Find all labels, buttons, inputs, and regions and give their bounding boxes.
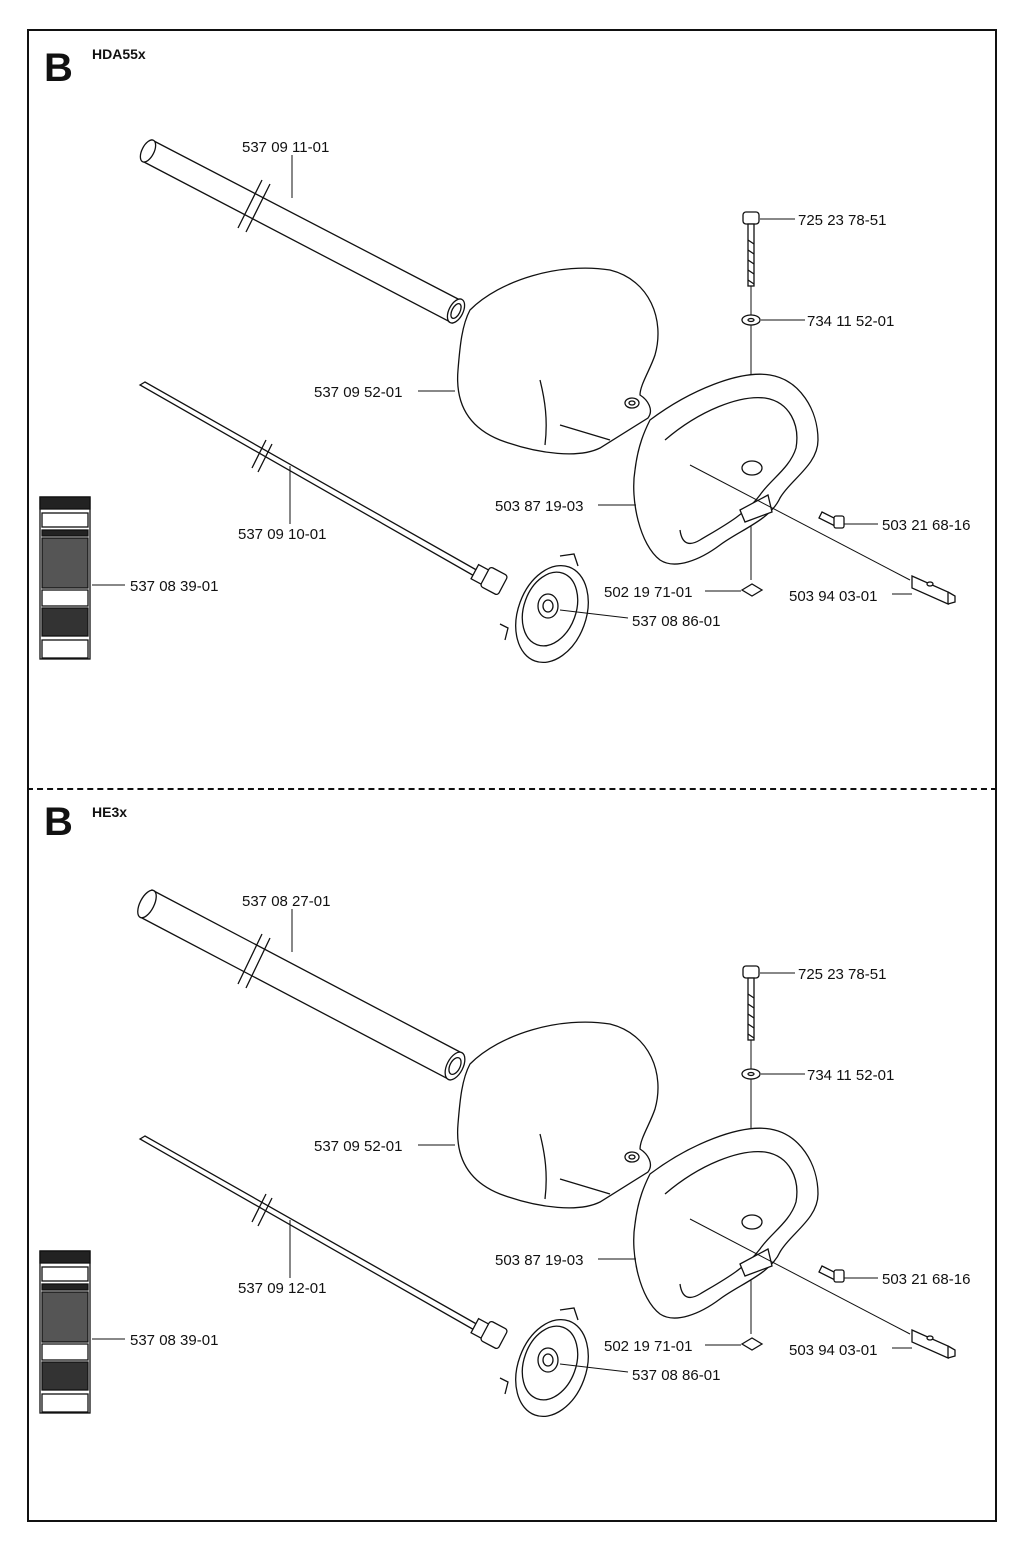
exploded-view-hda55x: 537 09 11-01 537 09 52-01 537 09 10-01 5… xyxy=(39,139,970,664)
section-hda55x: B HDA55x xyxy=(0,0,1024,760)
label-cup: 537 08 86-01 xyxy=(632,613,720,630)
label-bolt: 725 23 78-51 xyxy=(798,966,886,983)
decal-part xyxy=(39,496,91,660)
label-washer: 734 11 52-01 xyxy=(807,1067,894,1084)
handle-part xyxy=(633,373,911,581)
label-bolt: 725 23 78-51 xyxy=(798,212,886,229)
handle-part xyxy=(633,1127,911,1335)
shaft-part xyxy=(138,1135,508,1349)
label-clamp: 503 94 03-01 xyxy=(789,1342,877,1359)
section-divider xyxy=(27,788,997,790)
label-nut: 502 19 71-01 xyxy=(604,1338,692,1355)
section-letter: B xyxy=(44,800,73,844)
diagram-frame xyxy=(27,29,997,1522)
exploded-view-he3x: 537 08 27-01 537 09 52-01 537 09 12-01 5… xyxy=(39,889,970,1418)
screw-part xyxy=(818,511,845,529)
label-nut: 502 19 71-01 xyxy=(604,584,692,601)
label-shaft: 537 09 10-01 xyxy=(238,526,326,543)
guard-part xyxy=(456,1021,659,1209)
decal-part xyxy=(39,1250,91,1414)
label-guard: 537 09 52-01 xyxy=(314,1138,402,1155)
washer-part xyxy=(741,1068,761,1080)
shaft-part xyxy=(138,381,508,595)
screw-part xyxy=(818,1265,845,1283)
cup-part xyxy=(499,1307,589,1418)
nut-part xyxy=(740,583,764,597)
label-clamp: 503 94 03-01 xyxy=(789,588,877,605)
guard-part xyxy=(456,267,659,455)
section-he3x: B HE3x xyxy=(0,754,1024,1514)
cup-part xyxy=(499,553,589,664)
label-handle: 503 87 19-03 xyxy=(495,498,583,515)
label-tube: 537 09 11-01 xyxy=(242,139,329,156)
label-decal: 537 08 39-01 xyxy=(130,1332,218,1349)
washer-part xyxy=(741,314,761,326)
tube-part xyxy=(137,889,466,1081)
label-tube: 537 08 27-01 xyxy=(242,893,330,910)
label-screw: 503 21 68-16 xyxy=(882,1271,970,1288)
label-cup: 537 08 86-01 xyxy=(632,1367,720,1384)
label-washer: 734 11 52-01 xyxy=(807,313,894,330)
label-guard: 537 09 52-01 xyxy=(314,384,402,401)
bolt-part xyxy=(742,965,760,1334)
clamp-part xyxy=(911,574,956,606)
tube-part xyxy=(139,139,466,324)
label-screw: 503 21 68-16 xyxy=(882,517,970,534)
label-shaft: 537 09 12-01 xyxy=(238,1280,326,1297)
section-letter: B xyxy=(44,46,73,90)
label-decal: 537 08 39-01 xyxy=(130,578,218,595)
clamp-part xyxy=(911,1328,956,1360)
section-model: HDA55x xyxy=(92,46,146,62)
section-model: HE3x xyxy=(92,804,128,820)
label-handle: 503 87 19-03 xyxy=(495,1252,583,1269)
nut-part xyxy=(740,1337,764,1351)
